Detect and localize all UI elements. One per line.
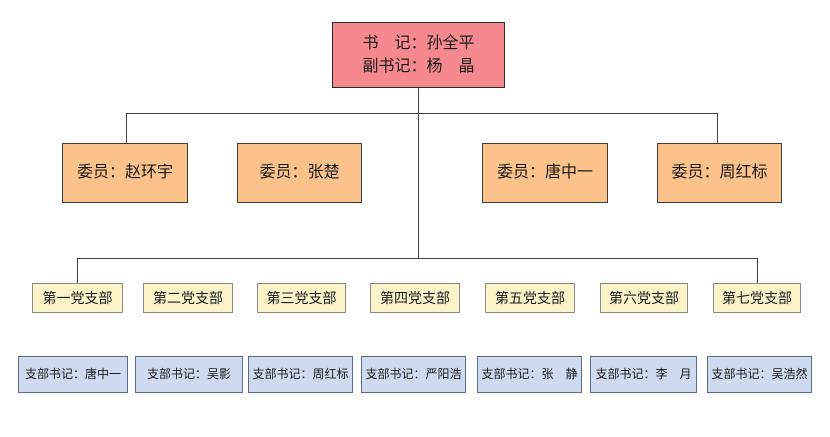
connector-level1-drop-right bbox=[717, 113, 718, 143]
node-branch-secretary-7: 支部书记：吴浩然 bbox=[707, 356, 812, 393]
node-committee-2: 委员：张楚 bbox=[237, 143, 362, 203]
node-branch-3: 第三党支部 bbox=[257, 283, 346, 313]
node-branch-secretary-3: 支部书记：周红标 bbox=[248, 356, 353, 393]
connector-level1-hline bbox=[126, 113, 718, 114]
node-committee-3: 委员：唐中一 bbox=[482, 143, 608, 203]
node-branch-7: 第七党支部 bbox=[713, 283, 801, 313]
connector-level2-hline bbox=[77, 258, 758, 259]
connector-level1-drop-left bbox=[126, 113, 127, 143]
node-committee-4: 委员：周红标 bbox=[657, 143, 782, 203]
node-branch-1: 第一党支部 bbox=[32, 283, 123, 313]
root-secretary-line: 书 记：孙全平 bbox=[362, 34, 475, 52]
node-branch-5: 第五党支部 bbox=[485, 283, 575, 313]
node-branch-secretary-2: 支部书记：吴影 bbox=[135, 356, 243, 393]
root-deputy-secretary-line: 副书记：杨 晶 bbox=[362, 58, 475, 75]
node-secretary-root: 书 记：孙全平 副书记：杨 晶 bbox=[332, 22, 505, 88]
node-branch-secretary-6: 支部书记：李 月 bbox=[590, 356, 697, 393]
node-committee-1: 委员：赵环宇 bbox=[62, 143, 188, 203]
connector-center-stem bbox=[418, 88, 419, 258]
node-branch-4: 第四党支部 bbox=[370, 283, 460, 313]
node-branch-secretary-5: 支部书记：张 静 bbox=[477, 356, 582, 393]
node-branch-2: 第二党支部 bbox=[143, 283, 233, 313]
node-branch-6: 第六党支部 bbox=[600, 283, 688, 313]
node-branch-secretary-4: 支部书记：严阳浩 bbox=[361, 356, 466, 393]
connector-level2-drop-left bbox=[77, 258, 78, 283]
node-branch-secretary-1: 支部书记：唐中一 bbox=[18, 356, 128, 393]
connector-level2-drop-right bbox=[757, 258, 758, 283]
